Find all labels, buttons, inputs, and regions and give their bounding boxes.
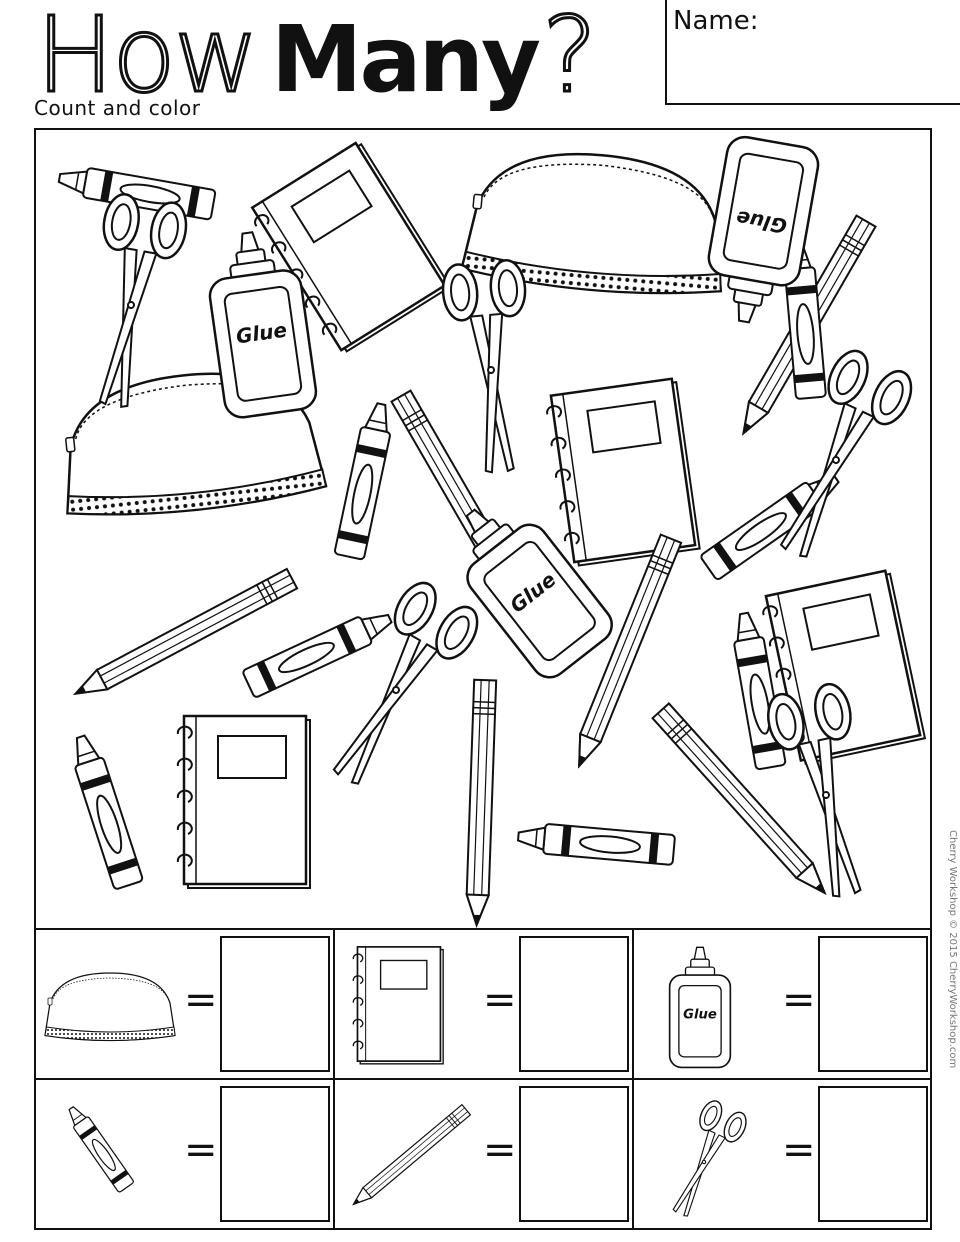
equals-sign: = bbox=[184, 977, 218, 1023]
notebook-icon bbox=[543, 376, 701, 569]
equals-sign: = bbox=[782, 977, 816, 1023]
answer-cell-pencil: = bbox=[335, 1080, 634, 1228]
answer-cell-crayon: = bbox=[36, 1080, 335, 1228]
equals-sign: = bbox=[483, 1127, 517, 1173]
title-question-mark: ? bbox=[540, 0, 598, 118]
pencil-icon bbox=[348, 1104, 471, 1210]
equals-sign: = bbox=[483, 977, 517, 1023]
glue-bottle-icon: Glue bbox=[200, 225, 320, 421]
glue-bottle-icon: Glue bbox=[697, 133, 823, 331]
answer-box-crayon[interactable] bbox=[220, 1086, 330, 1222]
name-field[interactable]: Name: bbox=[665, 0, 960, 105]
crayon-icon bbox=[62, 1102, 135, 1194]
answer-box-glue[interactable] bbox=[818, 936, 928, 1072]
answer-box-notebook[interactable] bbox=[519, 936, 629, 1072]
scissors-icon bbox=[658, 1096, 752, 1222]
counting-scene: Glue Glue Glue Cherry Workshop © 2015 Ch… bbox=[34, 128, 958, 1068]
answer-box-pencil[interactable] bbox=[519, 1086, 629, 1222]
glue-label: Glue bbox=[683, 1008, 717, 1023]
name-label: Name: bbox=[673, 6, 759, 36]
answer-grid: = = Glue = = = = bbox=[34, 930, 932, 1230]
pencil-case-icon bbox=[44, 972, 176, 1042]
glue-bottle-icon: Glue bbox=[668, 946, 732, 1069]
answer-box-scissors[interactable] bbox=[818, 1086, 928, 1222]
crayon-icon bbox=[516, 820, 677, 866]
scissors-icon bbox=[439, 257, 542, 477]
crayon-icon bbox=[333, 400, 398, 561]
answer-cell-scissors: = bbox=[634, 1080, 930, 1228]
instructions: Count and color bbox=[34, 96, 201, 120]
equals-sign: = bbox=[782, 1127, 816, 1173]
notebook-icon bbox=[352, 946, 445, 1065]
crayon-icon bbox=[65, 731, 145, 891]
pencil-icon bbox=[464, 678, 498, 927]
equals-sign: = bbox=[184, 1127, 218, 1173]
answer-cell-glue: Glue = bbox=[634, 930, 930, 1080]
school-supplies-illustration: Glue Glue Glue bbox=[53, 133, 927, 927]
answer-cell-notebook: = bbox=[335, 930, 634, 1080]
title-how: How bbox=[35, 0, 261, 118]
copyright-credit: Cherry Workshop © 2015 CherryWorkshop.co… bbox=[947, 830, 958, 1069]
scissors-icon bbox=[308, 574, 487, 801]
answer-box-pencil-case[interactable] bbox=[220, 936, 330, 1072]
glue-bottle-icon: Glue bbox=[433, 483, 621, 686]
title-many: Many bbox=[270, 6, 541, 113]
crayon-icon bbox=[241, 603, 398, 700]
answer-cell-pencil-case: = bbox=[36, 930, 335, 1080]
notebook-icon bbox=[176, 714, 312, 890]
